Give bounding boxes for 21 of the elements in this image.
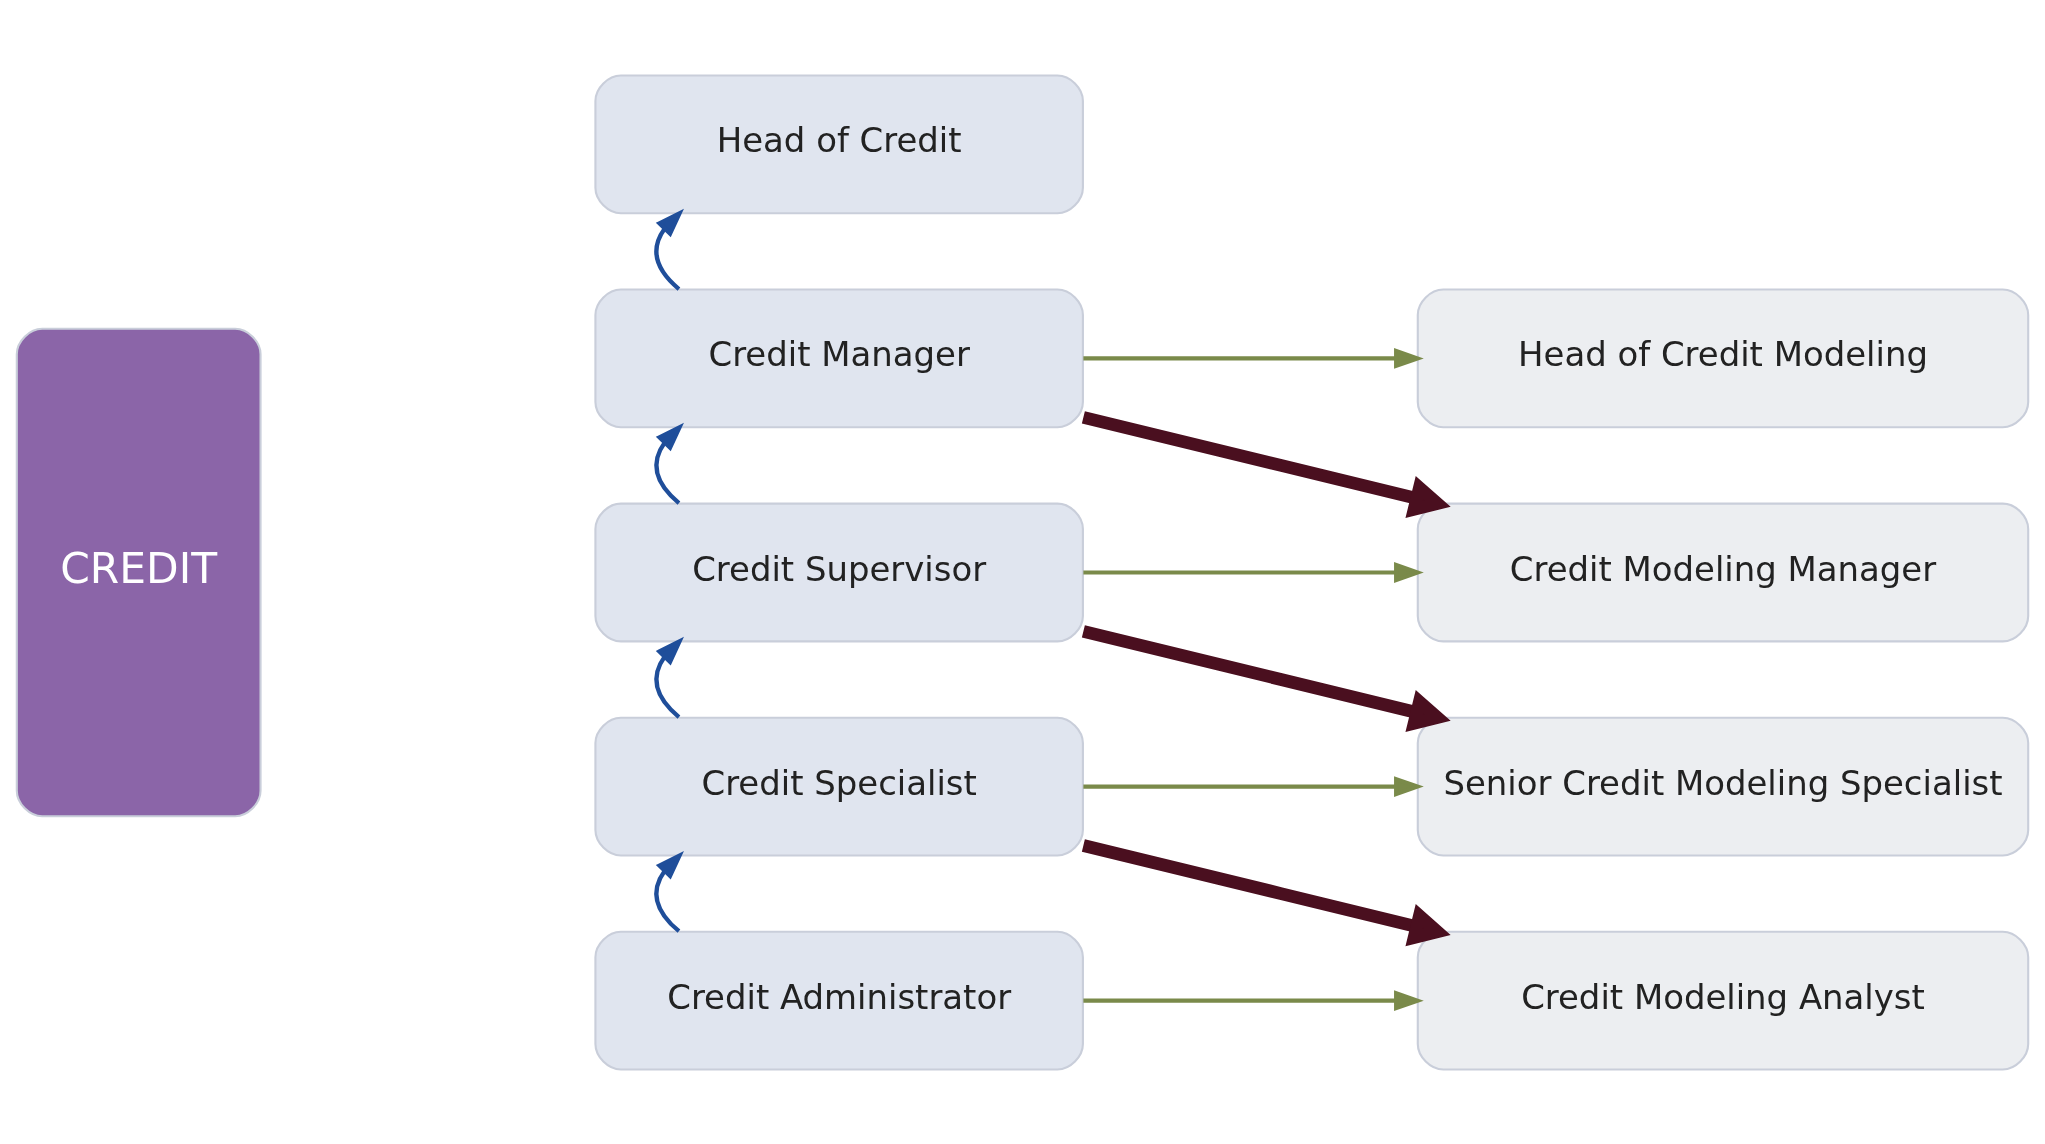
arrow	[1083, 347, 1424, 369]
arrow	[1083, 775, 1424, 797]
arrow	[654, 850, 684, 933]
node-box: Credit Manager	[594, 288, 1084, 428]
node-box: Credit Specialist	[594, 716, 1084, 856]
arrow	[654, 208, 684, 291]
node-box: Head of Credit	[594, 73, 1084, 214]
arrow	[1083, 989, 1424, 1011]
node-box: Credit Modeling Manager	[1416, 502, 2030, 642]
arrow	[1083, 561, 1424, 583]
arrow	[654, 636, 684, 719]
arrow	[1081, 838, 1451, 946]
arrow	[1081, 624, 1451, 732]
arrow	[1081, 410, 1451, 518]
node-box: Credit Supervisor	[594, 502, 1084, 642]
node-box: Head of Credit Modeling	[1416, 288, 2030, 428]
node-box: Credit Modeling Analyst	[1416, 930, 2030, 1071]
node-box: Senior Credit Modeling Specialist	[1416, 716, 2030, 856]
arrow	[654, 422, 684, 505]
node-box: Credit Administrator	[594, 930, 1084, 1071]
node-box: CREDIT	[15, 327, 262, 817]
